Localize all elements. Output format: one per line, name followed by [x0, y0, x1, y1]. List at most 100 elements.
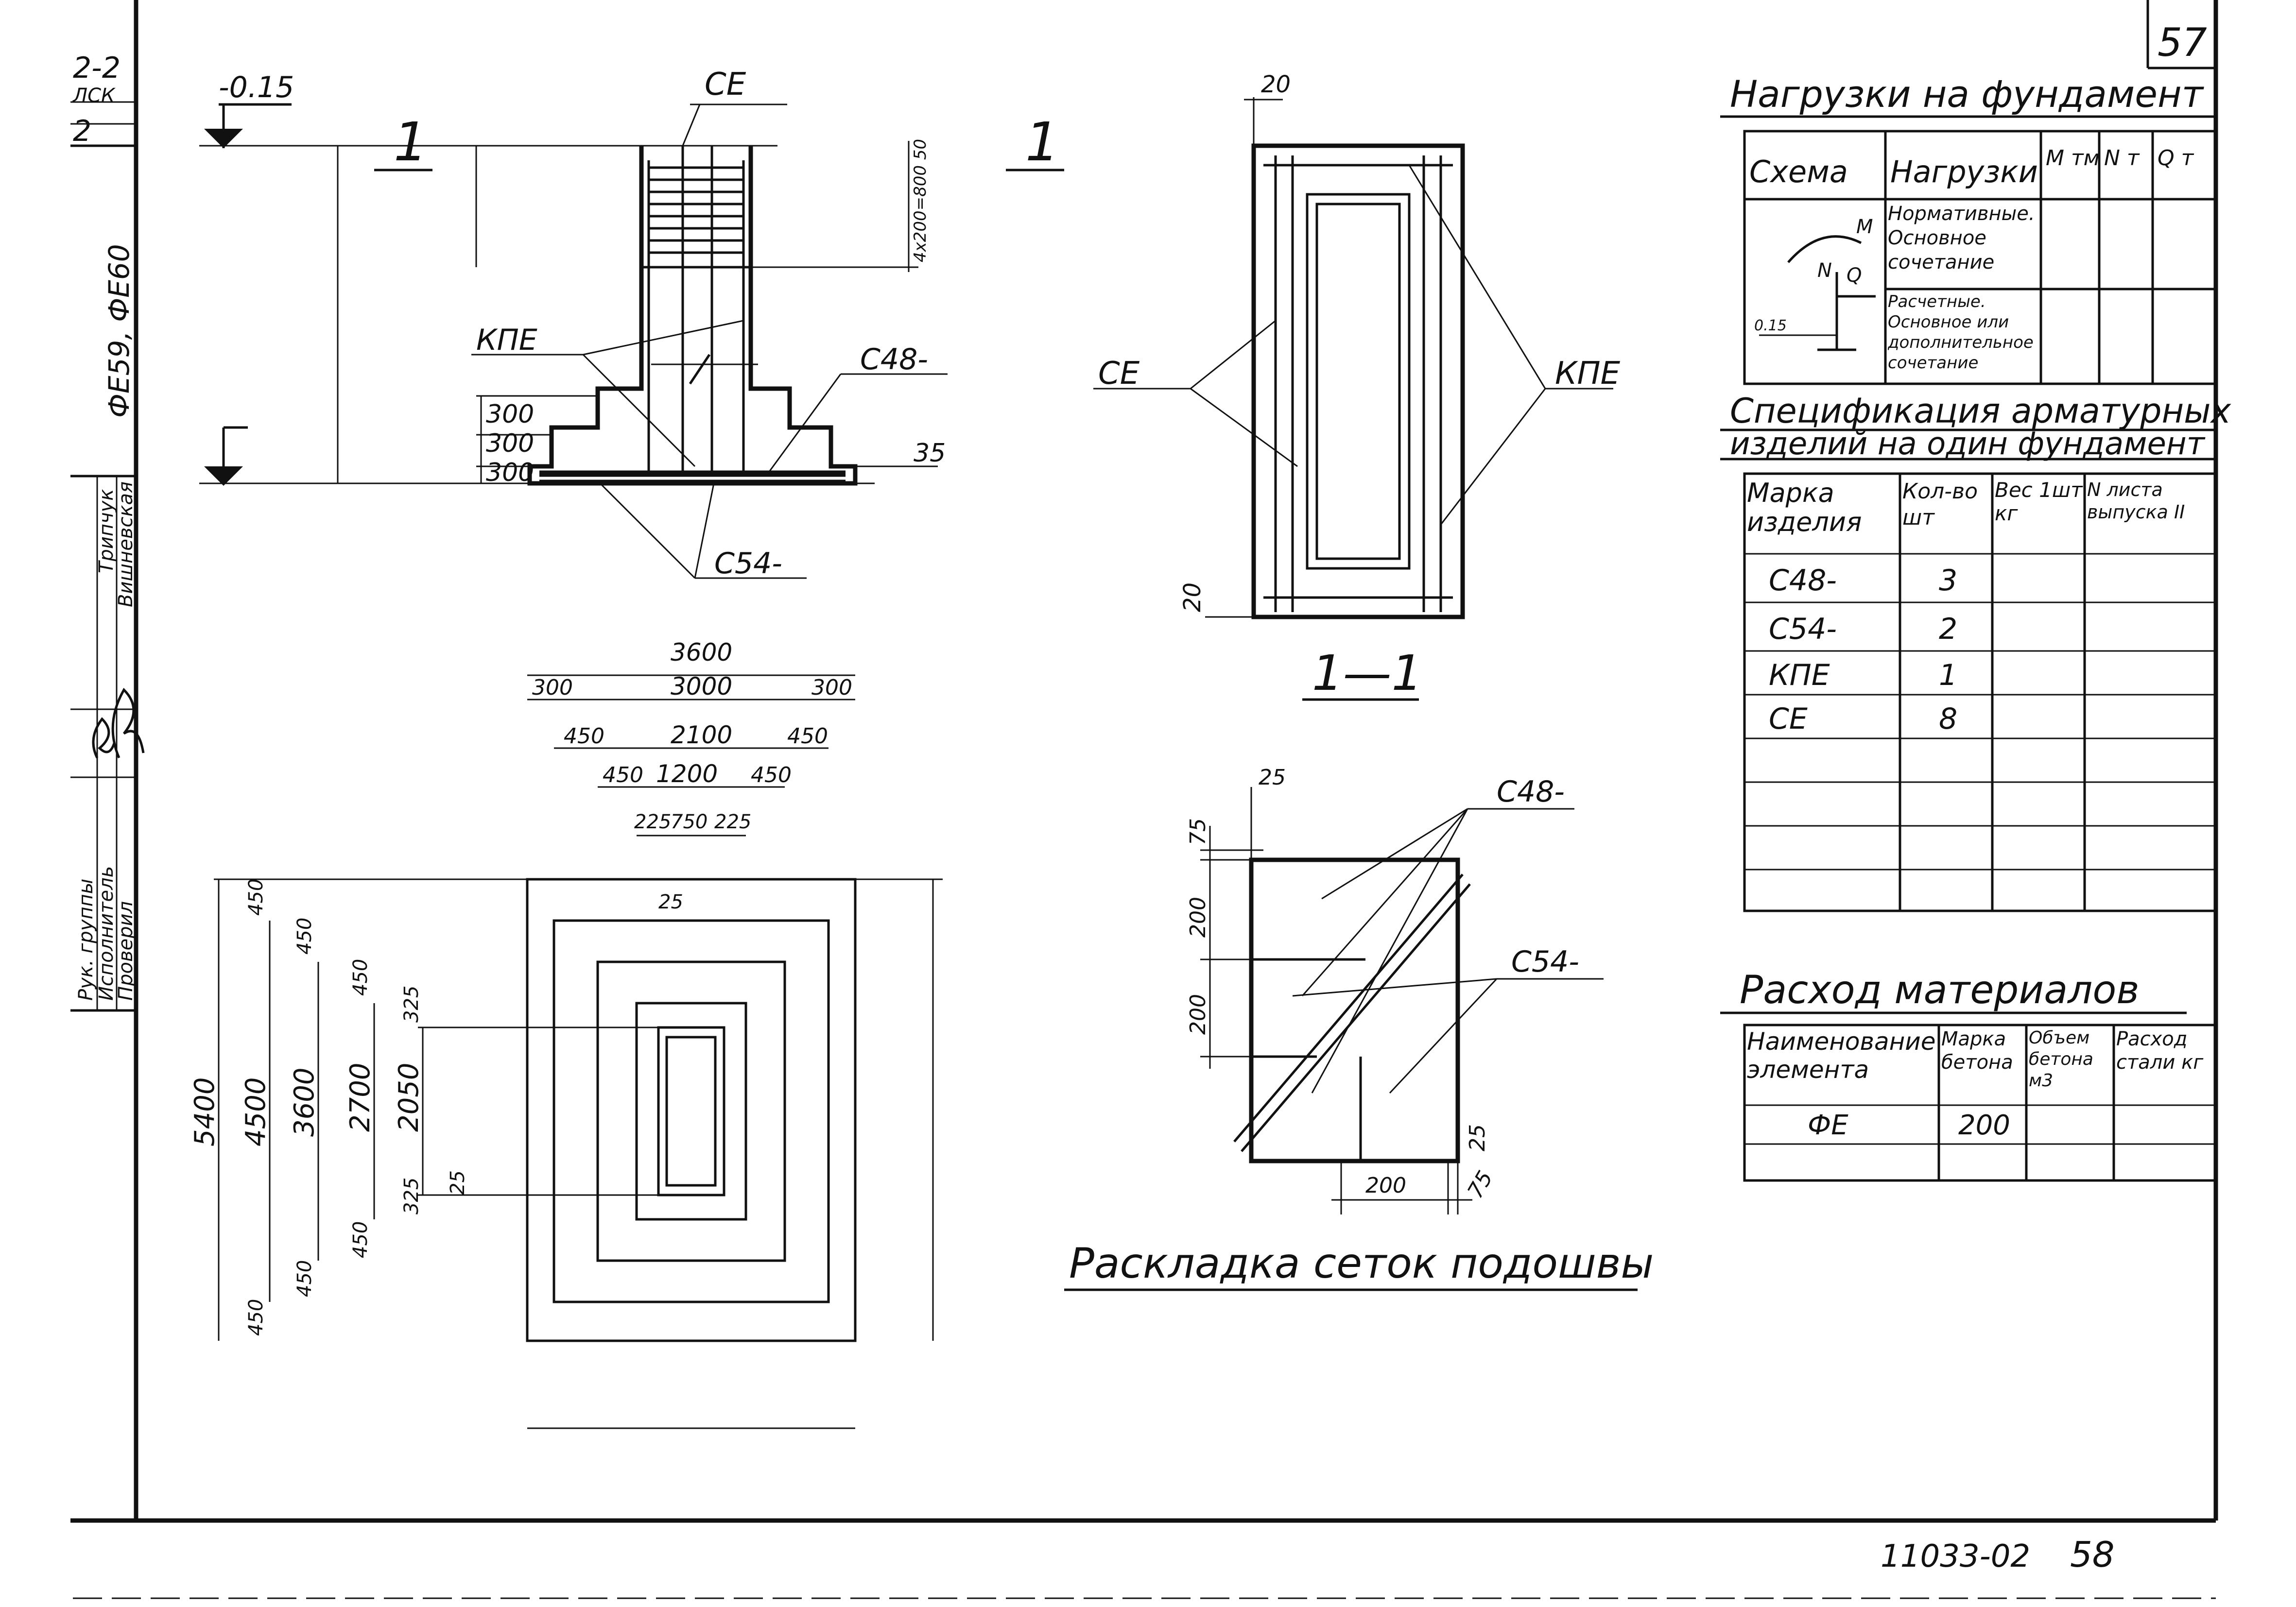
section-inner: [1306, 193, 1411, 570]
loads-title: Нагрузки на фундамент: [1730, 72, 2205, 116]
footer-page: 58: [2070, 1534, 2115, 1575]
step-dim-1: 300: [486, 400, 534, 429]
step-dim-3: 300: [486, 458, 534, 487]
mat-r1-grade: 200: [1958, 1110, 2010, 1141]
spec-h-sheet: N листа выпуска II: [2087, 479, 2185, 523]
loads-scheme-figure: M N Q 0.15: [1754, 216, 1876, 351]
level-marker-bottom: [204, 466, 243, 486]
mat-h-volume: Объем бетона м3: [2029, 1028, 2093, 1091]
dim-225-b: 225: [714, 811, 751, 833]
dim-450-b: 450: [787, 724, 828, 749]
dim-225-a: 225: [634, 811, 671, 833]
stamp-corner-2: ЛСК: [72, 85, 116, 107]
plan-left-dims: 5400 4500 3600 2700 2050 450 450 450 325…: [189, 878, 943, 1341]
label-kpe-elev: КПЕ: [476, 323, 537, 357]
stamp-role-3: Проверил: [115, 901, 137, 1001]
loads-h-n: N т: [2104, 146, 2140, 171]
dim-450-a: 450: [564, 724, 604, 749]
scheme-n: N: [1817, 259, 1832, 282]
level-top-label: -0.15: [219, 70, 294, 104]
loads-h-q: Q т: [2158, 146, 2194, 171]
materials-title: Расход материалов: [1740, 967, 2140, 1012]
dim-750: 750: [671, 811, 708, 833]
stamp-role-2: Исполнитель: [95, 866, 118, 1001]
spec-r1-qty: 3: [1939, 564, 1957, 598]
loads-h-scheme: Схема: [1749, 154, 1848, 189]
dim-35: 35: [914, 439, 946, 468]
spec-h-qty: Кол-во шт: [1902, 479, 1978, 530]
loads-h-m: M тм: [2046, 146, 2100, 171]
dim-1200: 1200: [656, 760, 718, 788]
mesh-dim-200-b: 200: [1186, 994, 1210, 1035]
spec-r1-mark: С48-: [1769, 564, 1837, 598]
label-c54-mesh: С54-: [1511, 945, 1579, 979]
stamp-corner-3: 2: [73, 114, 91, 148]
spec-r3-qty: 1: [1939, 658, 1957, 692]
spec-title-2: изделий на один фундамент: [1730, 426, 2206, 462]
scheme-q: Q: [1847, 264, 1862, 287]
dim-20-top: 20: [1261, 71, 1291, 98]
dim-3600-left: 3600: [289, 1067, 320, 1137]
step-dim-2: 300: [486, 429, 534, 458]
dim-25-left: 25: [447, 1170, 469, 1195]
dim-325-top: 325: [400, 986, 423, 1023]
spec-table: Спецификация арматурных изделий на один …: [1720, 391, 2231, 912]
plan-view: 3600 300 3000 300 450 2100 450 450 1200 …: [189, 638, 943, 1429]
cut-mark-left: 1: [394, 111, 428, 173]
section-opening: [1315, 203, 1401, 560]
label-c48-elev: С48-: [860, 342, 928, 376]
dim-450-l3: 450: [349, 959, 372, 996]
scheme-m: M: [1856, 216, 1873, 238]
dim-450-l1: 450: [245, 879, 267, 916]
dim-450-l2: 450: [293, 918, 316, 955]
stamp-name-1: Трипчук: [95, 489, 118, 573]
level-marker-top: [204, 129, 243, 148]
dim-3000: 3000: [671, 672, 732, 701]
dim-300-right: 300: [811, 675, 852, 700]
plan-top-dims: 3600 300 3000 300 450 2100 450 450 1200 …: [527, 638, 855, 1429]
cut-mark-right: 1: [1025, 111, 1059, 173]
label-c54-elev: С54-: [714, 547, 782, 581]
footer-doc-code: 11033-02: [1881, 1539, 2030, 1574]
plan-outer: [526, 878, 857, 1342]
mesh-dim-200-bottom: 200: [1365, 1173, 1406, 1198]
mesh-dim-75-bottom: 75: [1463, 1167, 1498, 1203]
scheme-level: 0.15: [1754, 317, 1787, 334]
label-c48-mesh: С48-: [1497, 775, 1565, 809]
section-1-1-title: 1—1: [1312, 645, 1422, 701]
dim-450-l6: 450: [245, 1299, 267, 1336]
signature-1: [92, 717, 116, 759]
mat-h-grade: Марка бетона: [1941, 1028, 2013, 1074]
mesh-dim-25-right: 25: [1465, 1124, 1490, 1151]
spec-r2-qty: 2: [1939, 612, 1957, 646]
label-kpe-section: КПЕ: [1555, 356, 1621, 392]
mesh-dim-200-a: 200: [1186, 897, 1210, 938]
mat-h-steel: Расход стали кг: [2116, 1028, 2204, 1074]
mesh-dim-25-top: 25: [1259, 765, 1286, 790]
section-1-1: 20 20 СЕ КПЕ 1—1: [1093, 71, 1621, 701]
mesh-layout: 25 75 200 200 25 200 75 С48- С54- Раскла…: [1064, 765, 1654, 1291]
plan-column-outer: [657, 1026, 725, 1197]
page-number: 57: [2158, 20, 2207, 65]
dim-450-l4: 450: [349, 1221, 372, 1258]
spec-r2-mark: С54-: [1769, 612, 1837, 646]
signature-2: [111, 687, 145, 758]
spec-h-weight: Вес 1шт кг: [1995, 479, 2083, 525]
dim-300-left: 300: [532, 675, 573, 700]
stamp-marks: ФЕ59, ФЕ60: [103, 244, 136, 418]
dim-20-bottom: 20: [1179, 582, 1206, 612]
dim-spacing: 4x200=800 50: [911, 139, 930, 262]
mesh-layout-title: Раскладка сеток подошвы: [1069, 1239, 1654, 1288]
dim-3600-top: 3600: [671, 638, 732, 667]
footing-steps: [527, 364, 858, 486]
plan-step-2: [552, 919, 830, 1303]
loads-row-1: Нормативные. Основное сочетание: [1888, 203, 2035, 274]
dim-25-plan: 25: [658, 891, 683, 913]
dim-5400: 5400: [189, 1077, 221, 1146]
materials-table: Расход материалов Наименование элемента …: [1720, 967, 2217, 1182]
spec-h-mark: Марка изделия: [1747, 479, 1862, 537]
plan-step-3: [596, 960, 786, 1262]
dim-4500: 4500: [240, 1077, 272, 1146]
mat-h-name: Наименование элемента: [1747, 1027, 1936, 1084]
loads-table: Нагрузки на фундамент Схема Нагрузки M т…: [1720, 72, 2217, 385]
